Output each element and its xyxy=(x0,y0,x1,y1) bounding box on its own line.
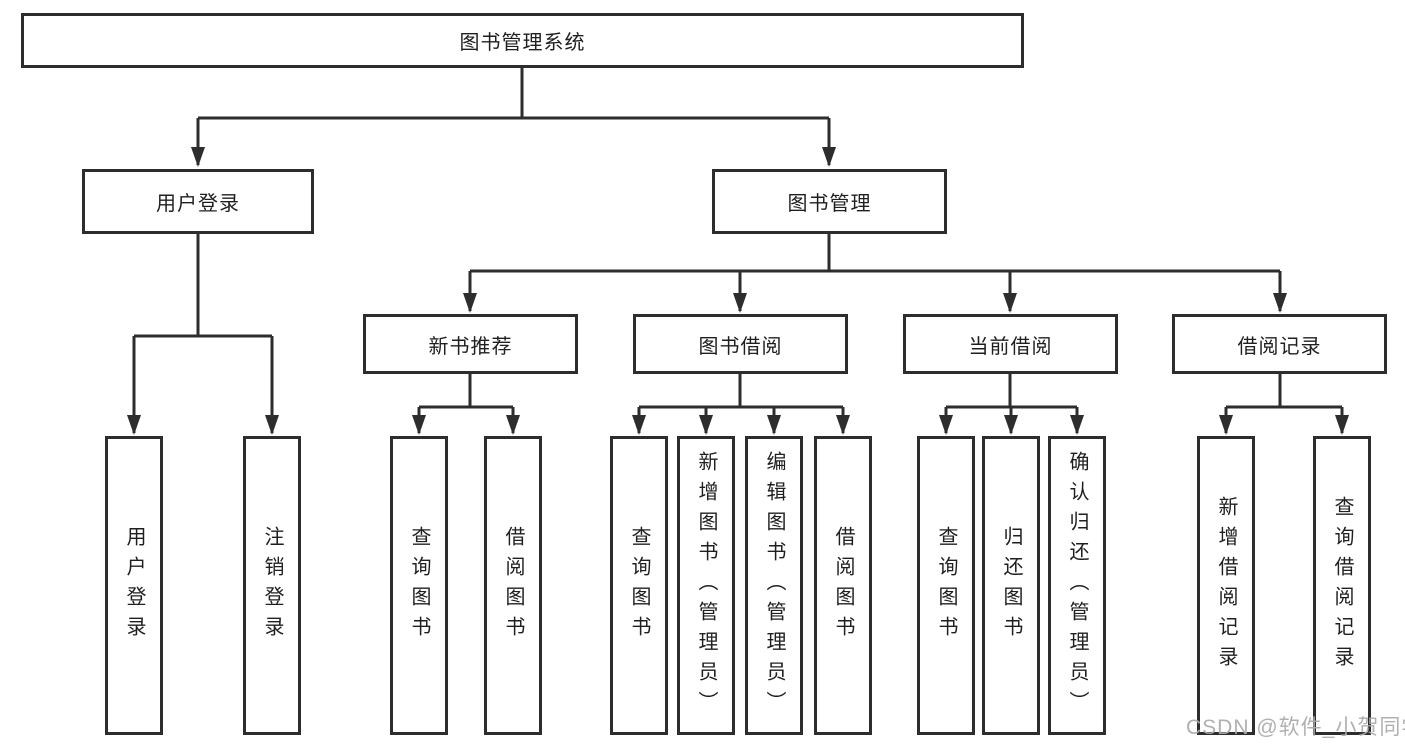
node-label: 图书管理 xyxy=(787,193,872,215)
node-new-book-recommend: 新书推荐 xyxy=(363,314,578,374)
node-label: 借阅图书 xyxy=(502,525,524,646)
node-current-borrowing: 当前借阅 xyxy=(903,314,1118,374)
leaf-user-login: 用户登录 xyxy=(105,436,163,735)
csdn-watermark: CSDN @软件_小贺同学 xyxy=(1186,716,1405,739)
leaf-edit-book-admin: 编辑图书（管理员） xyxy=(745,436,803,735)
leaf-query-borrow-record: 查询借阅记录 xyxy=(1313,436,1371,735)
node-label: 归还图书 xyxy=(1000,525,1022,646)
node-label: 编辑图书（管理员） xyxy=(763,450,785,721)
node-label: 查询借阅记录 xyxy=(1331,495,1353,676)
node-book-borrowing: 图书借阅 xyxy=(633,314,848,374)
node-borrow-records: 借阅记录 xyxy=(1172,314,1387,374)
leaf-add-borrow-record: 新增借阅记录 xyxy=(1197,436,1255,735)
node-label: 注销登录 xyxy=(261,525,283,646)
leaf-borrow-books-recommend: 借阅图书 xyxy=(484,436,542,735)
node-library-system: 图书管理系统 xyxy=(21,13,1024,68)
connector-arrows xyxy=(127,118,1349,435)
leaf-query-books-borrowing: 查询图书 xyxy=(610,436,668,735)
node-label: 新书推荐 xyxy=(428,335,513,358)
node-user-login: 用户登录 xyxy=(82,169,314,234)
node-label: 查询图书 xyxy=(628,525,650,646)
leaf-query-books-recommend: 查询图书 xyxy=(390,436,448,735)
node-label: 用户登录 xyxy=(123,525,145,646)
leaf-confirm-return-admin: 确认归还（管理员） xyxy=(1048,436,1106,735)
leaf-borrow-books-borrowing: 借阅图书 xyxy=(814,436,872,735)
node-label: 借阅记录 xyxy=(1237,335,1322,358)
node-label: 查询图书 xyxy=(935,525,957,646)
node-label: 图书借阅 xyxy=(698,335,783,358)
node-label: 查询图书 xyxy=(408,525,430,646)
leaf-query-books-current: 查询图书 xyxy=(917,436,975,735)
node-label: 借阅图书 xyxy=(832,525,854,646)
node-label: 新增借阅记录 xyxy=(1215,495,1237,676)
node-label: 图书管理系统 xyxy=(459,32,586,54)
leaf-logout: 注销登录 xyxy=(243,436,301,735)
connector-segments xyxy=(134,68,1342,409)
node-label: 新增图书（管理员） xyxy=(695,450,717,721)
node-label: 用户登录 xyxy=(156,193,240,215)
leaf-return-book: 归还图书 xyxy=(982,436,1040,735)
node-label: 当前借阅 xyxy=(968,335,1053,358)
node-book-management: 图书管理 xyxy=(712,169,947,234)
node-label: 确认归还（管理员） xyxy=(1066,450,1088,721)
leaf-add-book-admin: 新增图书（管理员） xyxy=(677,436,735,735)
